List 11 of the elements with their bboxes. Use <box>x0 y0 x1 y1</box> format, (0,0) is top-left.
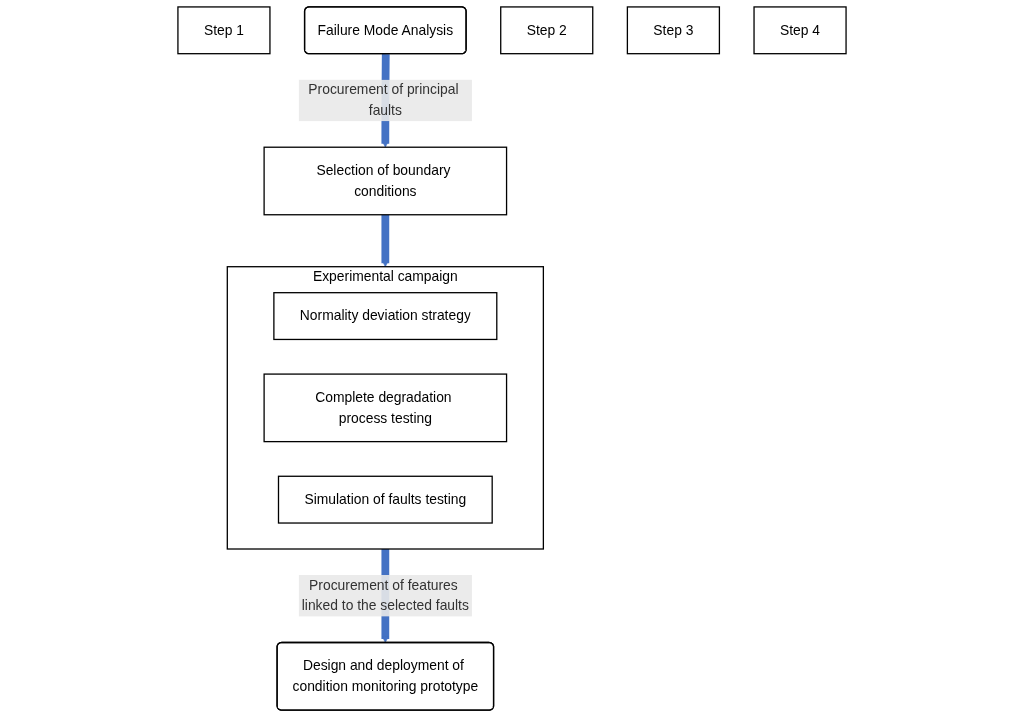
node-box: Step 1 <box>177 6 271 55</box>
node-box: Step 2 <box>500 6 594 55</box>
node-box: Selection of boundary conditions <box>263 146 508 216</box>
edge-label: Procurement of features linked to the selected faults <box>301 577 469 614</box>
node-box: Step 4 <box>753 6 847 55</box>
node-box: Step 3 <box>626 6 721 55</box>
node-box: Complete degradation process testing <box>263 373 508 443</box>
node-box: Simulation of faults testing <box>277 475 493 524</box>
edge-label: Procurement of principal faults <box>308 82 459 118</box>
arrow <box>381 214 390 268</box>
node-box: Normality deviation strategy <box>273 292 498 341</box>
